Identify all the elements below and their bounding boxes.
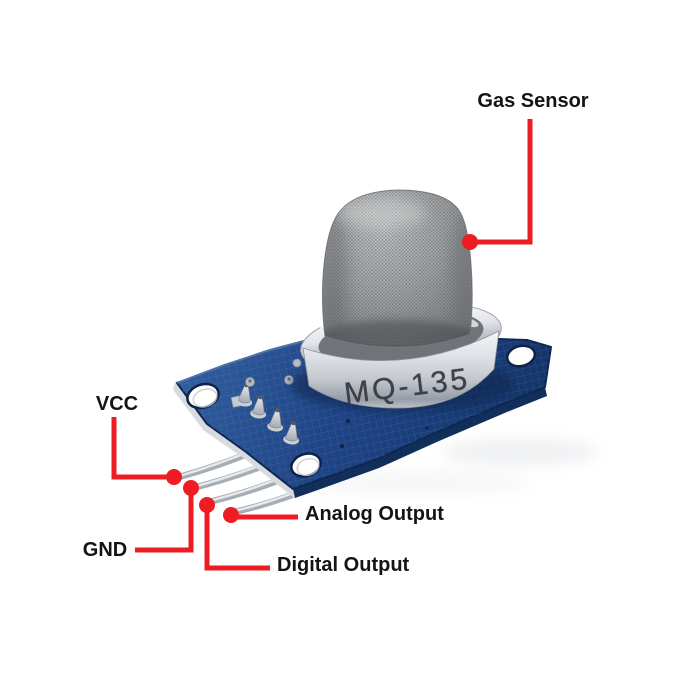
- callout-line-digital-output: [204, 509, 270, 571]
- via-dots: [339, 418, 429, 449]
- callout-dot-vcc: [166, 469, 182, 485]
- pcb-side-dark-edge: [293, 387, 547, 498]
- mounting-hole-top-right: [505, 344, 537, 368]
- label-analog-output: Analog Output: [305, 503, 444, 525]
- solder-dot: [292, 358, 302, 368]
- solder-joint: [283, 420, 300, 445]
- mesh-texture: [322, 190, 473, 348]
- sensor-mesh-dome: [322, 189, 473, 348]
- callouts: [111, 119, 533, 571]
- dome-shading: [322, 198, 473, 348]
- label-gnd: GND: [82, 539, 128, 561]
- label-digital-output: Digital Output: [277, 554, 410, 576]
- label-gas-sensor: Gas Sensor: [477, 90, 589, 112]
- mounting-holes: [186, 344, 537, 478]
- solder-joint: [250, 394, 267, 419]
- sensor-can-body: [302, 330, 500, 409]
- solder-joint: [267, 407, 284, 432]
- callout-line-gas-sensor: [474, 119, 533, 245]
- callout-dot-gas-sensor: [462, 234, 478, 250]
- label-vcc: VCC: [95, 393, 139, 415]
- callout-dot-gnd: [183, 480, 199, 496]
- callout-line-vcc: [111, 417, 168, 480]
- solder-joints: [230, 358, 302, 445]
- callout-line-gnd: [135, 492, 194, 553]
- pcb-top-edge-highlight: [176, 339, 309, 384]
- callout-dot-digital-output: [199, 497, 215, 513]
- solder-joint: [236, 382, 253, 407]
- callout-dot-analog-output: [223, 507, 239, 523]
